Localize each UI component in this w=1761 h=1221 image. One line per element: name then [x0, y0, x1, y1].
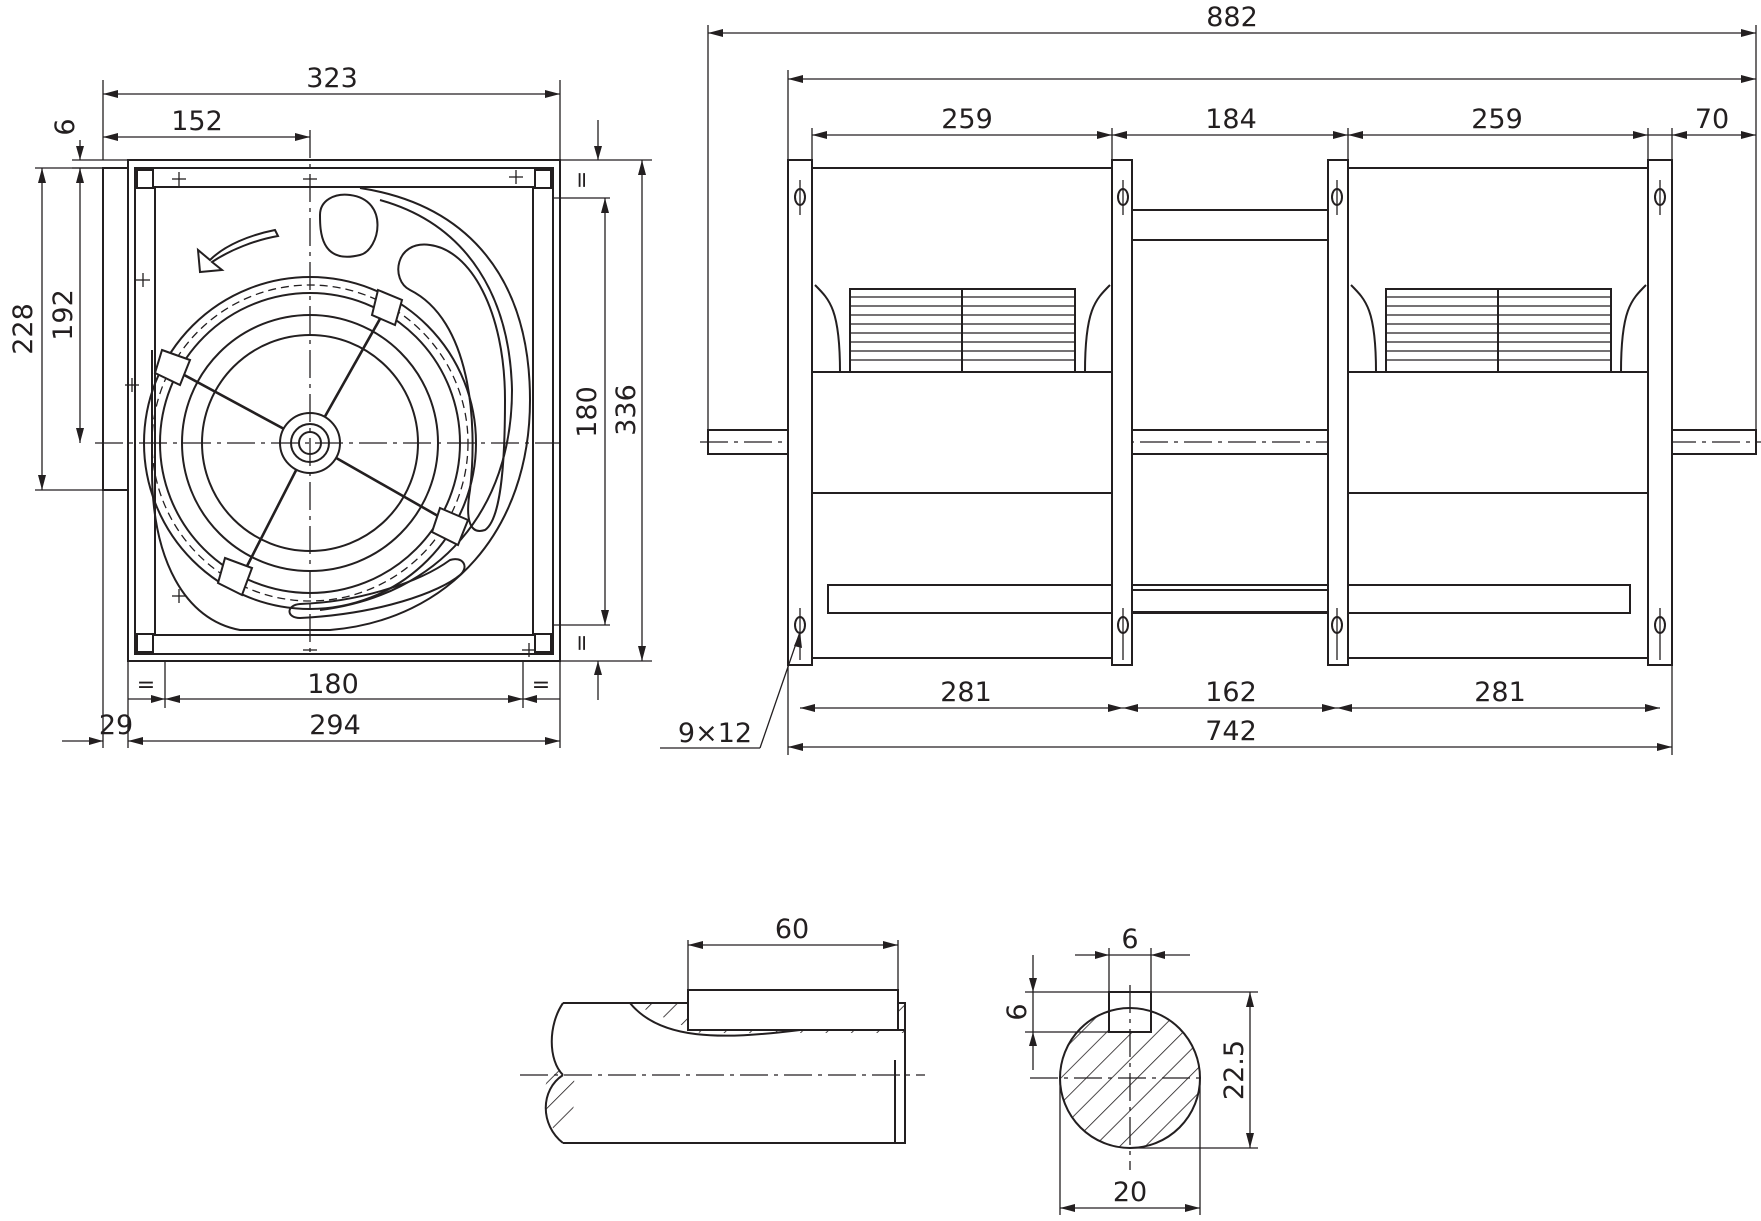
dim-162: 162 — [1205, 677, 1257, 708]
dim-180-bottom: 180 — [307, 669, 359, 700]
middle-tie-top — [1131, 209, 1329, 241]
rotation-arrow — [196, 228, 280, 274]
hole-spec-label: 9×12 — [678, 718, 752, 749]
corner-block-tr — [534, 169, 552, 189]
dim-6-flange: 6 — [50, 118, 81, 135]
dim-key-depth-6: 6 — [1002, 1003, 1033, 1020]
corner-block-bl — [136, 633, 154, 653]
side-view: 882 259 184 259 70 281 162 28 — [660, 2, 1761, 755]
eq-mark-right-bottom: = — [570, 634, 595, 652]
dim-70: 70 — [1695, 104, 1729, 135]
middle-tie-bottom — [1131, 589, 1329, 613]
dim-184: 184 — [1205, 104, 1257, 135]
dim-shaft-dia-20: 20 — [1113, 1177, 1147, 1208]
shaft-section: 6 6 22.5 20 — [1002, 924, 1258, 1215]
dim-key-length-60: 60 — [775, 914, 809, 945]
dim-key-width-6: 6 — [1121, 924, 1138, 955]
front-inner-panel — [154, 186, 534, 636]
dim-742: 742 — [1205, 716, 1257, 747]
fan-blades-right — [1385, 288, 1612, 373]
volute-outline — [151, 187, 532, 631]
frame-plate-2 — [1111, 159, 1133, 666]
dim-192: 192 — [48, 289, 79, 341]
front-inner-frame — [134, 167, 554, 655]
shaft-key — [687, 989, 899, 1031]
dim-259-left: 259 — [941, 104, 993, 135]
mounting-cross-marks — [125, 170, 536, 657]
dim-281-right: 281 — [1474, 677, 1526, 708]
dim-323: 323 — [306, 63, 358, 94]
housing-left — [811, 167, 1113, 659]
frame-plate-1 — [787, 159, 813, 666]
volute-slot-bottom — [288, 558, 466, 620]
front-view: 323 152 6 228 192 = = — [8, 63, 652, 748]
dim-336: 336 — [611, 384, 642, 436]
front-side-flange — [102, 167, 129, 491]
volute-slot-right — [397, 243, 507, 532]
frame-plate-3 — [1327, 159, 1349, 666]
frame-plate-4 — [1647, 159, 1673, 666]
dim-882: 882 — [1206, 2, 1258, 33]
corner-block-tl — [136, 169, 154, 189]
shaft-key-detail: 60 — [520, 914, 925, 1144]
dim-180-vertical: 180 — [572, 386, 603, 438]
housing-right — [1347, 167, 1649, 659]
dim-22-5: 22.5 — [1219, 1040, 1250, 1100]
eq-mark-bottom-right: = — [532, 673, 550, 698]
eq-mark-right-top: = — [570, 171, 595, 189]
volute-slot-top — [318, 193, 379, 258]
dim-259-right: 259 — [1471, 104, 1523, 135]
dim-29: 29 — [99, 710, 133, 741]
discharge-slot — [827, 584, 1631, 614]
dim-281-left: 281 — [940, 677, 992, 708]
dim-152: 152 — [171, 106, 223, 137]
dim-228: 228 — [8, 303, 39, 355]
corner-block-br — [534, 633, 552, 653]
front-outer-frame — [127, 159, 561, 662]
dim-294: 294 — [309, 710, 361, 741]
eq-mark-bottom-left: = — [137, 673, 155, 698]
fan-blades-left — [849, 288, 1076, 373]
